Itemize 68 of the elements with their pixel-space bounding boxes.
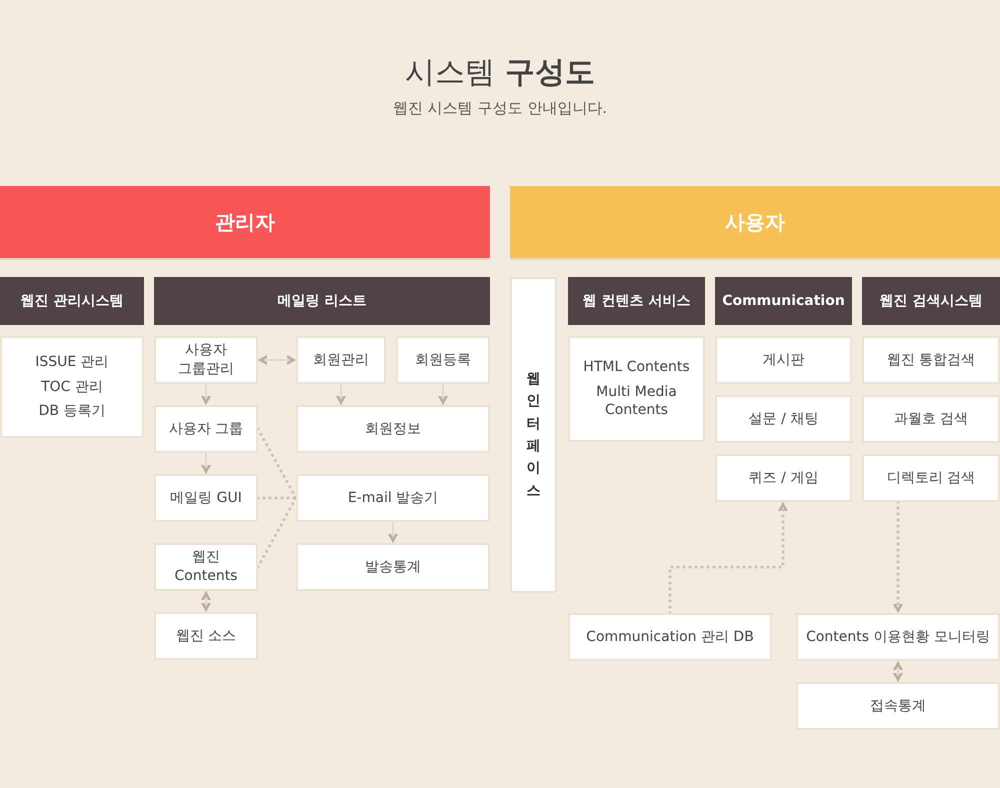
box-label: 웹진 Contents (174, 548, 238, 586)
header-box (0, 277, 144, 325)
process-box (396, 336, 490, 384)
box-label: 퀴즈 / 게임 (748, 468, 818, 488)
process-box (154, 474, 258, 522)
banner (510, 186, 1000, 258)
header-label: Communication (722, 292, 845, 310)
process-box (568, 336, 705, 442)
dotted-connector (668, 500, 788, 614)
box-label: 발송통계 (365, 558, 421, 576)
process-box (715, 395, 852, 443)
box-label: Communication 관리 DB (586, 628, 754, 646)
header-label: 웹진 검색시스템 (880, 292, 982, 310)
dotted-connector (893, 500, 903, 614)
header-box (715, 277, 852, 325)
process-box (796, 613, 1000, 661)
banner (0, 186, 490, 258)
box-label: 회원정보 (365, 420, 421, 438)
box-label: E-mail 발송기 (348, 488, 438, 508)
box-label: 접속통계 (870, 696, 926, 716)
process-box (154, 405, 258, 453)
box-label: 사용자 그룹관리 (177, 341, 235, 379)
box-label: 디렉토리 검색 (886, 468, 976, 488)
box-label: DB 등록기 (38, 402, 106, 422)
header-box (154, 277, 490, 325)
process-box (296, 336, 386, 384)
process-box (715, 336, 852, 384)
page-title: 시스템 구성도 (405, 54, 595, 92)
box-label: 게시판 (762, 350, 804, 370)
vertical-label: 웹 인터페이스 (526, 370, 540, 501)
process-box (154, 336, 258, 384)
process-box (796, 682, 1000, 730)
process-box (715, 454, 852, 502)
box-label: 설문 / 채팅 (748, 410, 818, 428)
box-label: Contents 이용현황 모니터링 (806, 628, 990, 646)
process-box (154, 543, 258, 591)
banner-title: 사용자 (725, 208, 785, 236)
header-box (862, 277, 1000, 325)
box-label: 회원등록 (415, 350, 471, 370)
header-box (568, 277, 705, 325)
box-label: 웹진 소스 (176, 626, 236, 646)
dotted-connector (256, 496, 298, 568)
process-box (296, 405, 490, 453)
box-label: 과월호 검색 (894, 410, 968, 428)
box-label: TOC 관리 (41, 378, 103, 396)
process-box (862, 336, 1000, 384)
process-box (0, 336, 144, 438)
box-label: HTML Contents (583, 358, 690, 377)
header-label: 메일링 리스트 (278, 292, 366, 310)
process-box (296, 543, 490, 591)
process-box (154, 612, 258, 660)
header-label: 웹진 관리시스템 (20, 292, 124, 310)
header-label: 웹 컨텐츠 서비스 (582, 292, 690, 310)
process-box (296, 474, 490, 522)
box-label: Multi Media Contents (595, 382, 678, 420)
process-box (568, 613, 772, 661)
banner-title: 관리자 (215, 208, 275, 236)
page-subtitle: 웹진 시스템 구성도 안내입니다. (392, 98, 608, 119)
dotted-connector (256, 496, 298, 500)
vertical-box (510, 277, 557, 593)
box-label: ISSUE 관리 (35, 352, 109, 372)
box-label: 회원관리 (313, 350, 369, 370)
process-box (862, 454, 1000, 502)
process-box (862, 395, 1000, 443)
box-label: 웹진 통합검색 (886, 350, 976, 370)
box-label: 사용자 그룹 (168, 420, 244, 438)
box-label: 메일링 GUI (170, 488, 242, 508)
dotted-connector (256, 428, 298, 500)
